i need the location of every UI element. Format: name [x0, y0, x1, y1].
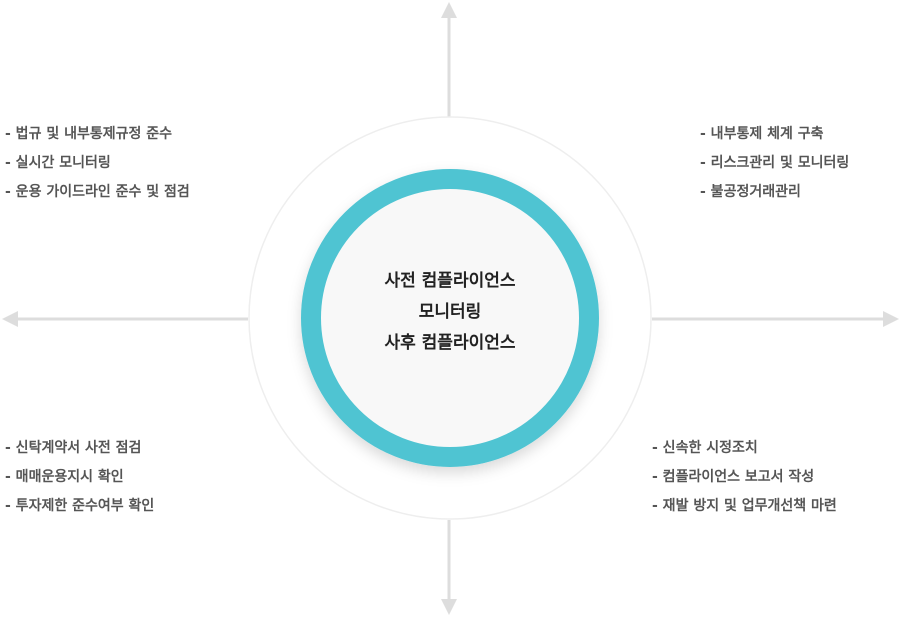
arrow-down-icon [441, 599, 457, 615]
list-item: - 매매운용지시 확인 [5, 469, 124, 485]
arrow-left-icon [2, 311, 18, 327]
center-line-pre-compliance: 사전 컴플라이언스 [384, 271, 516, 291]
list-item: - 컴플라이언스 보고서 작성 [652, 469, 815, 485]
list-item: - 투자제한 준수여부 확인 [5, 498, 155, 514]
list-item: - 리스크관리 및 모니터링 [700, 155, 850, 171]
center-ring [301, 169, 599, 467]
bottom-right-list: - 신속한 시정조치 - 컴플라이언스 보고서 작성 - 재발 방지 및 업무개… [652, 434, 837, 521]
top-left-list: - 법규 및 내부통제규정 준수 - 실시간 모니터링 - 운용 가이드라인 준… [5, 120, 190, 207]
list-item: - 운용 가이드라인 준수 및 점검 [5, 184, 190, 200]
top-right-list: - 내부통제 체계 구축 - 리스크관리 및 모니터링 - 불공정거래관리 [700, 120, 849, 207]
list-item: - 신속한 시정조치 [652, 440, 758, 456]
list-item: - 법규 및 내부통제규정 준수 [5, 126, 172, 142]
center-label: 사전 컴플라이언스 모니터링 사후 컴플라이언스 [330, 266, 570, 359]
list-item: - 신탁계약서 사전 점검 [5, 440, 142, 456]
arrow-right-icon [883, 311, 899, 327]
list-item: - 불공정거래관리 [700, 184, 801, 200]
list-item: - 실시간 모니터링 [5, 155, 111, 171]
arrow-up-icon [441, 2, 457, 18]
center-line-post-compliance: 사후 컴플라이언스 [384, 333, 516, 353]
list-item: - 재발 방지 및 업무개선책 마련 [652, 498, 837, 514]
list-item: - 내부통제 체계 구축 [700, 126, 824, 142]
center-line-monitoring: 모니터링 [418, 302, 482, 322]
bottom-left-list: - 신탁계약서 사전 점검 - 매매운용지시 확인 - 투자제한 준수여부 확인 [5, 434, 154, 521]
